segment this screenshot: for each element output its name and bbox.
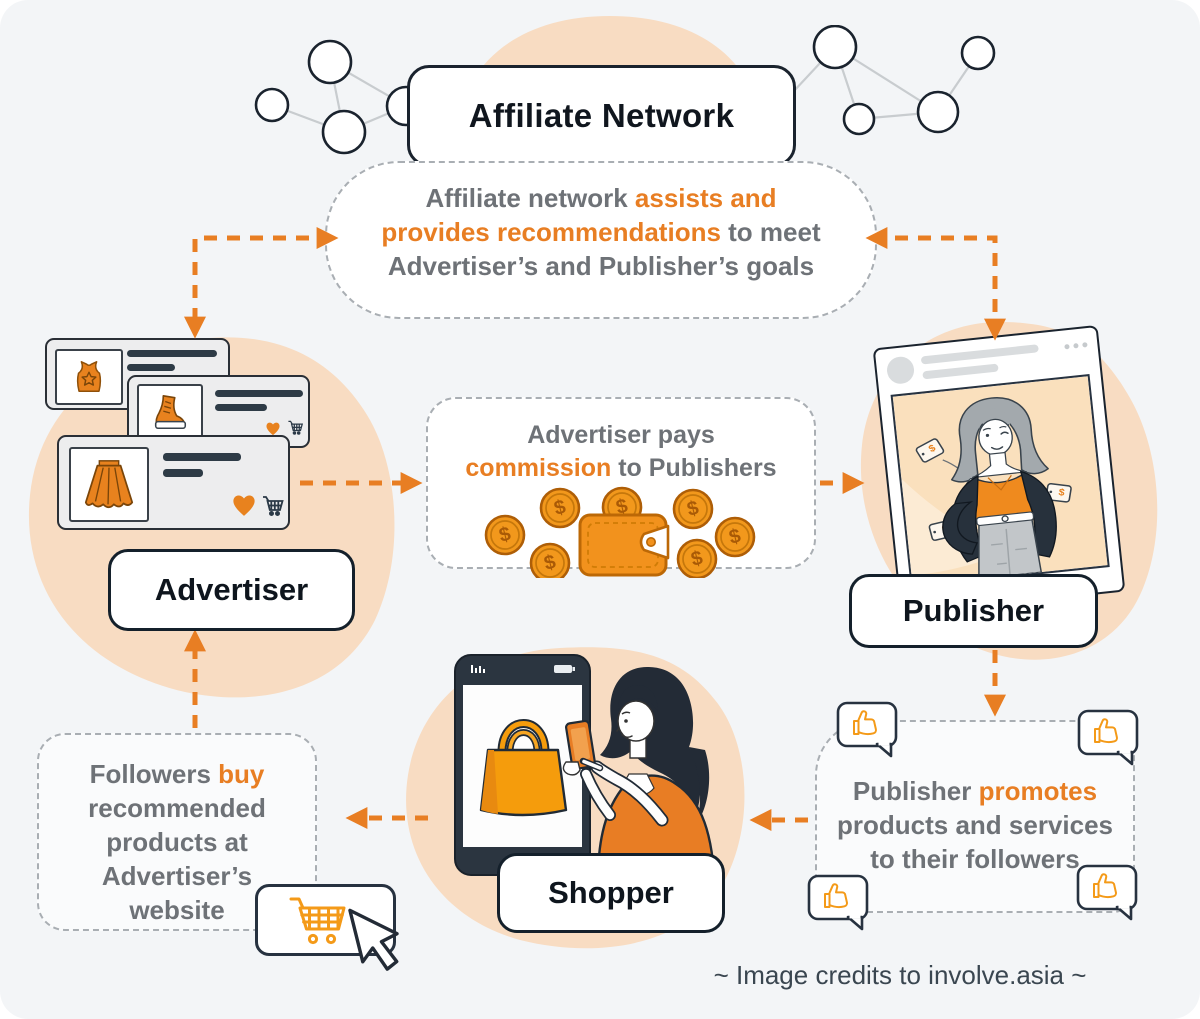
handbag-icon	[479, 719, 568, 817]
thumbs-up-speech-bubble	[1077, 709, 1139, 766]
cart-icon	[263, 496, 284, 516]
svg-text:$: $	[727, 525, 743, 549]
thumbs-up-speech-bubble	[836, 701, 898, 758]
social-post-card: $ $ $	[872, 324, 1126, 616]
publisher-label: Publisher	[849, 574, 1098, 648]
smartphone-icon	[565, 719, 596, 770]
network-node	[960, 35, 996, 71]
svg-text:$: $	[552, 496, 568, 520]
svg-text:$: $	[614, 495, 630, 519]
boot-icon	[154, 394, 187, 429]
network-node	[916, 90, 960, 134]
thumbs-up-speech-bubble	[807, 874, 869, 931]
page-title: Affiliate Network	[468, 97, 735, 134]
thumbs-up-icon	[824, 883, 848, 909]
network-node	[307, 39, 353, 85]
svg-text:$: $	[689, 547, 705, 571]
mouse-cursor-icon	[348, 908, 399, 971]
signal-icon	[471, 665, 485, 673]
network-node	[254, 87, 290, 123]
phone-illustration	[454, 654, 591, 876]
network-node	[321, 109, 367, 155]
heart-icon	[233, 495, 255, 516]
influencer-photo: $ $ $	[890, 374, 1110, 588]
shopper-illustration	[454, 654, 717, 890]
followers-buy-bubble: Followers buy recommended products at Ad…	[37, 733, 317, 931]
svg-text:$: $	[497, 523, 513, 547]
shopper-woman	[562, 667, 717, 890]
wallet-coins-illustration: $ $ $ $ $ $ $	[484, 486, 756, 578]
avatar	[885, 355, 916, 386]
network-graph-right	[792, 25, 996, 136]
network-role-bubble: Affiliate network assists and provides r…	[325, 161, 877, 319]
cart-icon	[289, 897, 346, 945]
network-node	[812, 25, 858, 70]
product-card	[57, 435, 290, 530]
thumbs-up-icon	[1093, 873, 1117, 899]
cart-icon	[288, 420, 304, 435]
influencer-illustration: $ $ $	[892, 376, 1108, 586]
heart-icon	[266, 422, 280, 436]
svg-text:$: $	[685, 497, 701, 521]
network-node	[842, 102, 876, 136]
thumbs-up-icon	[1094, 718, 1118, 744]
title-card: Affiliate Network	[407, 65, 796, 167]
svg-text:$: $	[542, 551, 558, 575]
svg-text:$: $	[1058, 488, 1066, 499]
shopper-label: Shopper	[497, 853, 725, 933]
more-options-icon	[1064, 342, 1088, 350]
product-card	[45, 338, 230, 410]
image-credits: ~ Image credits to involve.asia ~	[713, 960, 1087, 990]
price-tag-icon: $	[915, 438, 945, 463]
wallet-icon	[578, 513, 670, 577]
advertiser-label: Advertiser	[108, 549, 355, 631]
thumbs-up-speech-bubble	[1076, 864, 1138, 921]
thumbs-up-icon	[853, 710, 877, 736]
battery-icon	[554, 665, 572, 673]
tank-top-icon	[76, 361, 102, 393]
skirt-icon	[84, 459, 134, 508]
dollar-coins: $ $ $ $ $ $ $	[484, 486, 756, 578]
svg-text:$: $	[927, 443, 938, 455]
